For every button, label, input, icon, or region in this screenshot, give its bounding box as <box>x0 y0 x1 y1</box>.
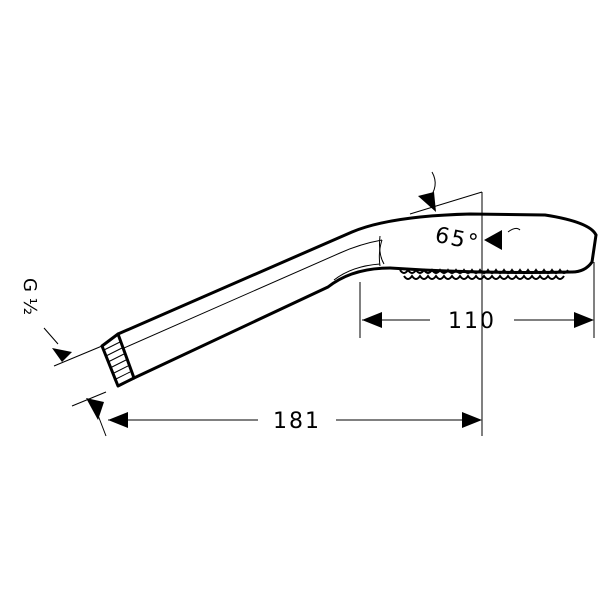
handle-upper-edge <box>116 212 598 336</box>
head-inner-line <box>333 263 381 281</box>
dimension-head-length: 110 <box>359 262 595 338</box>
dimension-overall-length: 181 <box>71 192 483 437</box>
dimension-label-65-degrees: 65° <box>433 223 482 257</box>
spray-nozzles <box>399 268 569 280</box>
dimension-label-181: 181 <box>273 409 321 434</box>
dimension-label-110: 110 <box>448 309 496 334</box>
head-front-edge <box>570 233 598 274</box>
hand-shower-body <box>100 212 598 388</box>
handle-seam-line <box>123 239 383 349</box>
handle-lower-edge <box>132 266 392 380</box>
connector-dimension-arrow <box>86 398 104 420</box>
thread-size-label: G ½ <box>19 278 40 315</box>
thread-callout: G ½ <box>19 278 103 367</box>
thread-connector <box>100 332 136 388</box>
